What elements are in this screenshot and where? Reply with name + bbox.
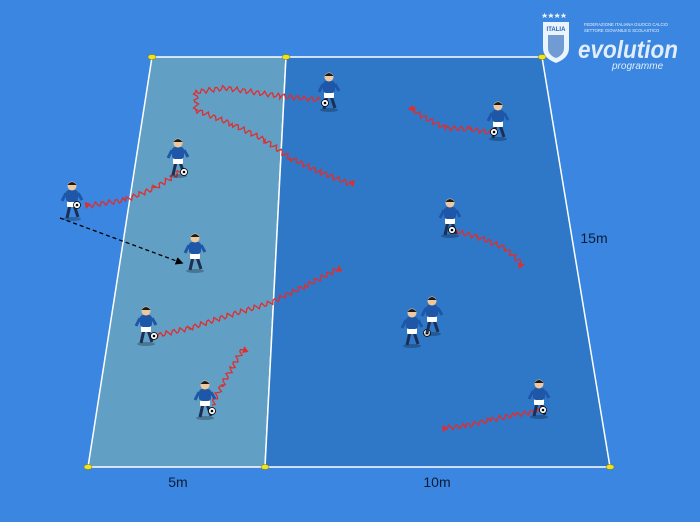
dribble-path — [84, 169, 181, 210]
cone — [605, 464, 615, 470]
depth-label: 15m — [580, 230, 607, 246]
player — [527, 379, 551, 419]
federation-line2: SETTORE GIOVANILE E SCOLASTICO — [584, 28, 660, 33]
brand-word: evolution — [578, 36, 678, 64]
right-zone — [264, 56, 611, 468]
dribble-path — [442, 407, 541, 433]
star-icon — [548, 12, 554, 19]
ball-icon — [539, 406, 547, 414]
star-icon — [541, 12, 548, 19]
player — [317, 72, 341, 112]
pass-arrow — [59, 217, 184, 265]
star-icon — [554, 12, 560, 19]
player — [420, 296, 444, 336]
dribble-path — [407, 105, 493, 135]
cone — [260, 464, 270, 470]
federation-line1: FEDERAZIONE ITALIANA GIUOCO CALCIO — [584, 22, 669, 27]
dribble-path — [211, 346, 249, 406]
ball-icon — [180, 168, 188, 176]
cone — [147, 54, 157, 60]
dribble-path — [192, 84, 356, 188]
brand-sub: programme — [611, 61, 664, 72]
ball-icon — [150, 332, 158, 340]
player — [183, 233, 207, 273]
player — [166, 138, 190, 178]
player — [400, 308, 431, 348]
left-zone — [87, 56, 287, 468]
cone — [281, 54, 291, 60]
dribble-path — [449, 229, 525, 269]
player — [486, 101, 510, 141]
ball-icon — [208, 407, 216, 415]
stars — [541, 12, 567, 19]
left-zone-width-label: 5m — [168, 474, 187, 490]
dribble-paths — [84, 84, 541, 433]
dribble-path — [154, 265, 343, 340]
fed-logo: ITALIA FEDERAZIONE ITALIANA GIUOCO CALCI… — [541, 12, 678, 72]
ball-icon — [490, 128, 498, 136]
player — [193, 380, 217, 420]
player — [438, 198, 462, 238]
star-icon — [560, 12, 567, 19]
cone — [537, 54, 547, 60]
right-zone-width-label: 10m — [423, 474, 450, 490]
player — [134, 306, 158, 346]
players — [60, 72, 551, 420]
cones — [83, 54, 615, 470]
player — [60, 181, 84, 221]
ball-icon — [73, 201, 81, 209]
shield-stripes — [548, 35, 564, 58]
shield-label: ITALIA — [547, 27, 567, 33]
ball-icon — [448, 226, 456, 234]
cone — [83, 464, 93, 470]
ball-icon — [321, 99, 329, 107]
